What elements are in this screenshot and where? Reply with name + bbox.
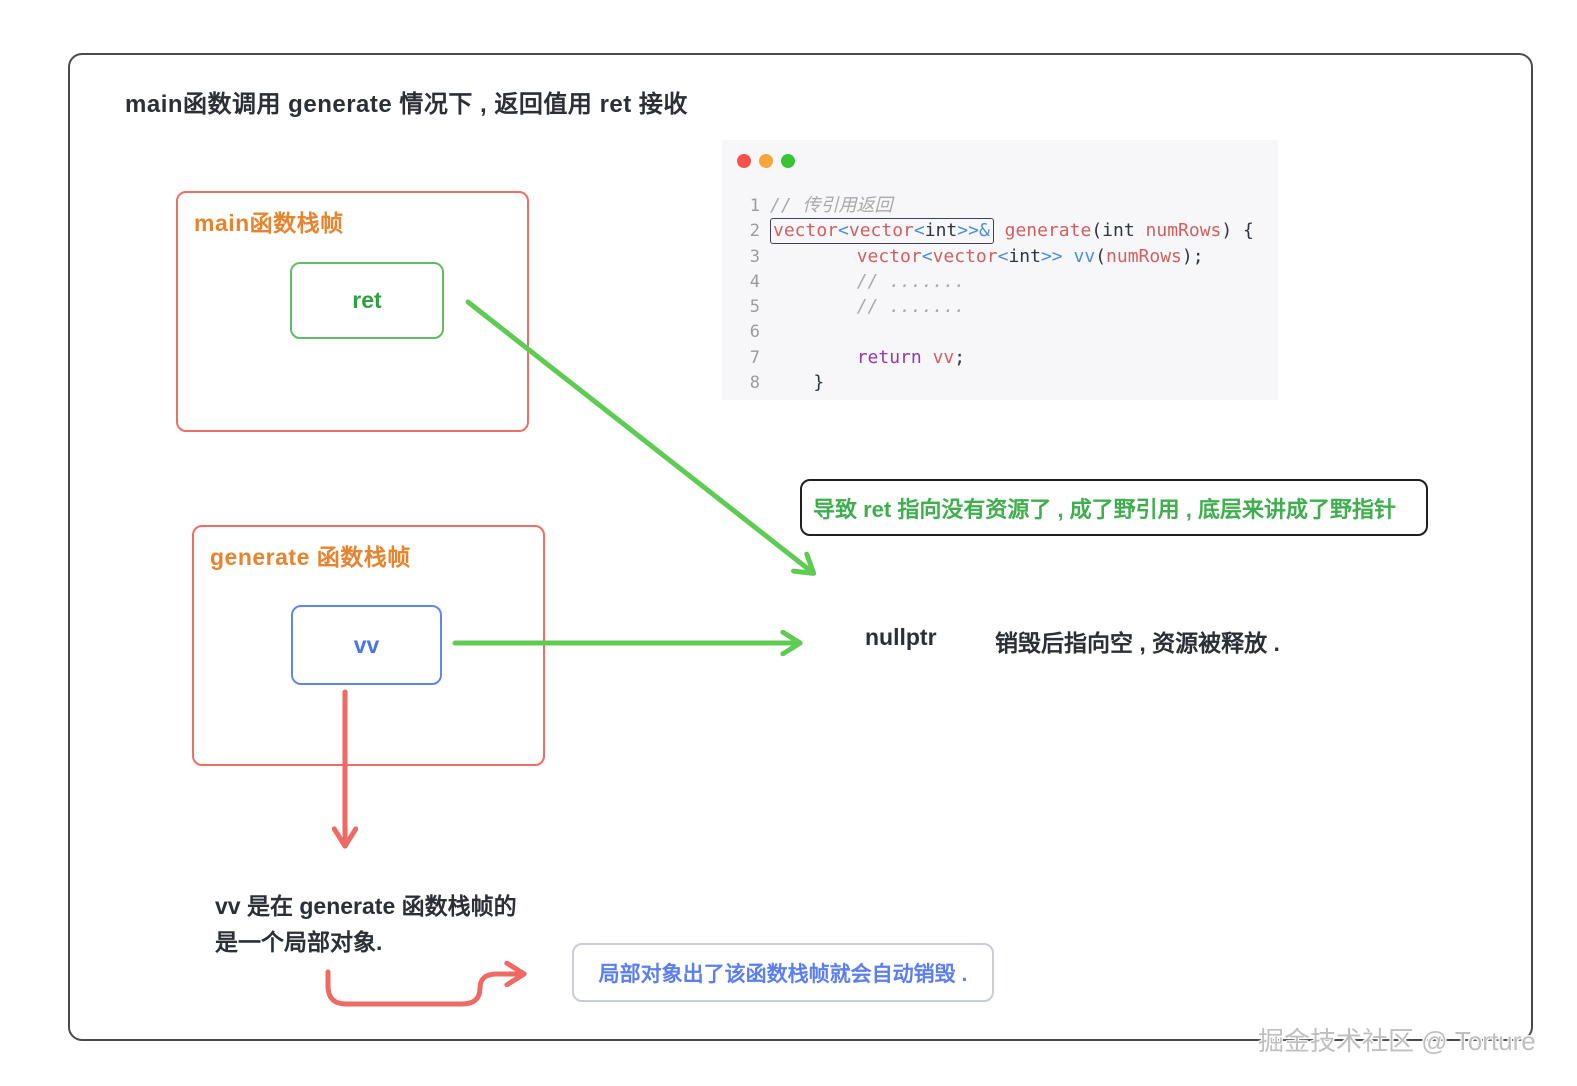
return-type-highlight-box: vector<vector<int>>& [770,218,994,245]
ret-variable-label: ret [352,287,382,313]
destroy-callout: 局部对象出了该函数栈帧就会自动销毁 . [572,943,994,1002]
nullptr-label: nullptr [865,624,937,650]
wild-pointer-callout: 导致 ret 指向没有资源了 , 成了野引用 , 底层来讲成了野指针 [800,479,1428,536]
window-buttons [737,154,795,168]
code-line: 7 return vv; [734,345,1254,370]
line-number: 4 [749,271,760,292]
code-line: 5 // ....... [734,294,1254,319]
diagram-title: main函数调用 generate 情况下 , 返回值用 ret 接收 [125,91,688,118]
vv-local-note: vv 是在 generate 函数栈帧的 是一个局部对象. [215,888,517,960]
line-number: 3 [749,246,760,267]
released-note: 销毁后指向空 , 资源被释放 . [995,630,1280,656]
window-close-icon [737,154,751,168]
window-minimize-icon [759,154,773,168]
code-line: 4 // ....... [734,269,1254,294]
line-number: 5 [749,297,760,318]
main-stack-frame-label: main函数栈帧 [194,210,344,236]
line-number: 7 [749,347,760,368]
code-line: 6 [734,319,1254,344]
code-line: 3 vector<vector<int>> vv(numRows); [734,244,1254,269]
wild-pointer-callout-text: 导致 ret 指向没有资源了 , 成了野引用 , 底层来讲成了野指针 [813,496,1397,522]
line-number: 8 [749,373,760,394]
vv-variable-label: vv [353,631,380,658]
line-number: 1 [749,196,760,216]
code-line: 8 } [734,370,1254,395]
vv-local-note-line2: 是一个局部对象. [215,929,383,955]
vv-local-note-line1: vv 是在 generate 函数栈帧的 [215,893,517,919]
line-number: 2 [749,221,760,242]
generate-stack-frame-box: generate 函数栈帧 [192,525,545,766]
code-line: 1// 传引用返回 [734,193,1254,218]
destroy-callout-text: 局部对象出了该函数栈帧就会自动销毁 . [598,962,968,986]
vv-variable-box: vv [291,605,442,685]
ret-variable-box: ret [290,262,444,339]
generate-stack-frame-label: generate 函数栈帧 [210,544,411,570]
line-number: 6 [749,322,760,343]
window-maximize-icon [781,154,795,168]
watermark: 掘金技术社区 @ Torture [1258,1026,1536,1056]
